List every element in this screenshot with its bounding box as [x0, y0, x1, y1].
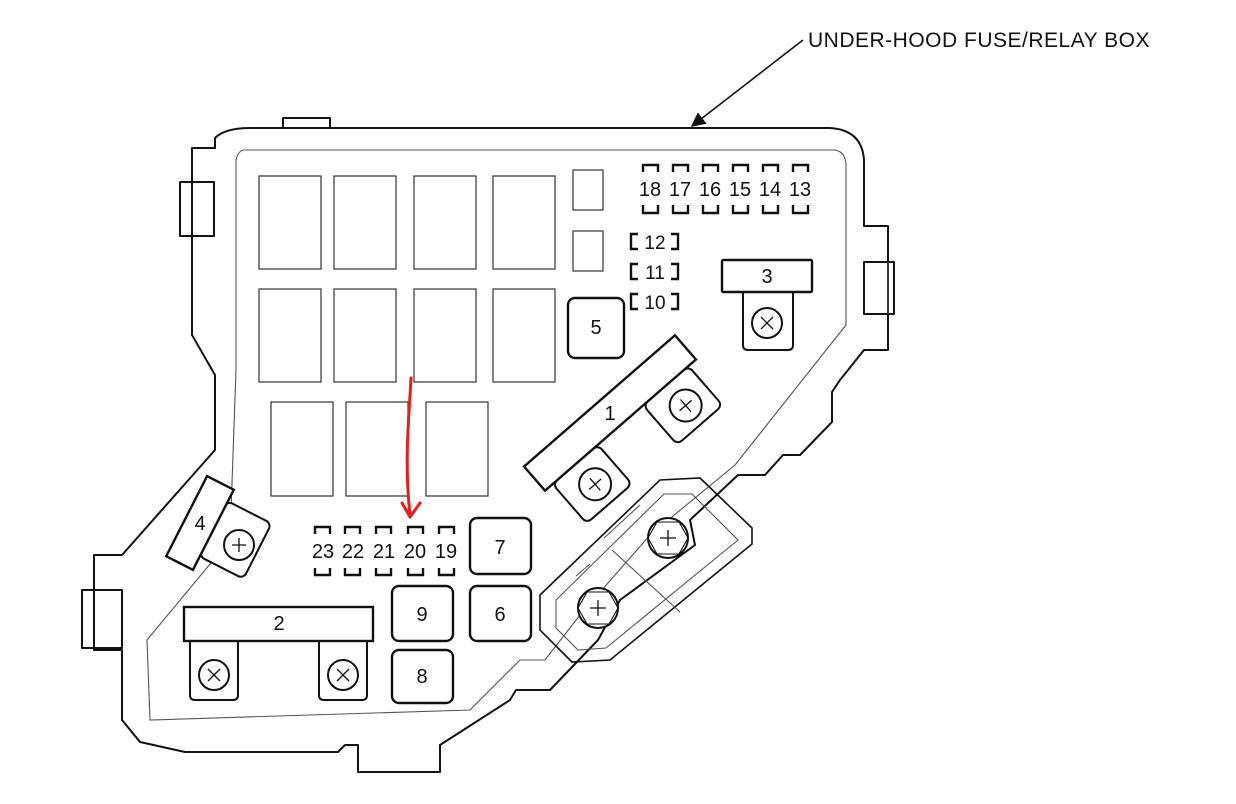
housing-tab-top	[282, 117, 331, 128]
fuse-row-19-23	[313, 525, 456, 577]
fuse-label-11: 11	[645, 263, 665, 284]
fuse-2-mount-left	[189, 641, 239, 701]
housing-tab-left-lower	[81, 589, 123, 649]
fuse-2-mount-right	[318, 641, 368, 701]
relay-socket	[492, 288, 556, 383]
fuse-label-1: 1	[604, 403, 615, 425]
fuse-label-23: 23	[312, 541, 334, 563]
fuse-label-16: 16	[699, 179, 721, 201]
housing-tab-left-upper	[179, 181, 215, 237]
fuse-4	[164, 474, 271, 578]
fuse-3-screw-icon	[751, 307, 783, 339]
fuse-relay-box-callout: UNDER-HOOD FUSE/RELAY BOX	[808, 29, 1150, 52]
fuse-1-bolt-upper-icon	[668, 388, 703, 423]
fuse-label-10: 10	[644, 293, 665, 314]
fuse-1-body	[522, 333, 698, 493]
relay-socket	[492, 175, 556, 270]
relay-socket	[572, 230, 604, 272]
battery-bolt-lower-icon	[577, 587, 619, 629]
fuse-label-22: 22	[342, 541, 364, 563]
fuse-label-15: 15	[729, 179, 751, 201]
relay-socket	[333, 288, 397, 383]
relay-socket	[258, 175, 322, 270]
fuse-label-12: 12	[644, 233, 665, 254]
fuse-label-14: 14	[759, 179, 781, 201]
housing-tab-right	[863, 261, 895, 315]
battery-terminal-block	[539, 477, 753, 663]
relay-socket	[333, 175, 397, 270]
relay-sockets	[258, 169, 604, 497]
fuse-label-18: 18	[639, 179, 661, 201]
fuse-label-5: 5	[590, 317, 601, 339]
fuse-2-screw-left-icon	[198, 659, 230, 691]
fuse-6-box	[468, 584, 533, 643]
fuse-4-bolt-icon	[223, 529, 255, 561]
housing-inner-outline	[146, 149, 847, 721]
fuse-label-20: 20	[404, 541, 426, 563]
fuse-2-screw-right-icon	[327, 659, 359, 691]
relay-socket	[258, 288, 322, 383]
fuse-label-4: 4	[194, 513, 205, 535]
fuse-label-9: 9	[416, 604, 427, 626]
fuse-label-17: 17	[669, 179, 691, 201]
fuse-9-box	[390, 584, 455, 643]
fuse-3-body	[720, 258, 814, 294]
fuse-label-19: 19	[435, 541, 457, 563]
fuse-7-box	[468, 516, 533, 576]
fuse-8-box	[390, 648, 455, 705]
fuse-col-10-12	[629, 232, 680, 311]
fuse-5-box	[566, 296, 626, 360]
battery-bolt-upper-icon	[647, 517, 689, 559]
fuse-1	[522, 333, 722, 522]
callout-leader-arrow	[690, 39, 804, 127]
fuse-label-8: 8	[416, 666, 427, 688]
housing-outline	[93, 127, 889, 773]
fuse-label-13: 13	[789, 179, 811, 201]
fuse-2-body	[182, 605, 375, 643]
fuse-label-3: 3	[761, 266, 772, 288]
annotation-arrow-icon	[400, 376, 422, 519]
fuse-label-2: 2	[273, 613, 284, 635]
fuse-1-bolt-lower-icon	[578, 467, 613, 502]
relay-socket	[270, 401, 334, 497]
fuse-label-6: 6	[494, 604, 505, 626]
relay-socket	[345, 401, 409, 497]
relay-socket	[413, 288, 477, 383]
relay-socket	[425, 401, 489, 497]
relay-socket	[413, 175, 477, 270]
relay-socket	[572, 169, 604, 211]
fuse-row-13-18	[641, 163, 810, 215]
fuse-label-21: 21	[373, 541, 395, 563]
fuse-4-body	[164, 474, 236, 572]
fuse-label-7: 7	[494, 537, 505, 559]
fuse-3-mount	[742, 292, 794, 351]
